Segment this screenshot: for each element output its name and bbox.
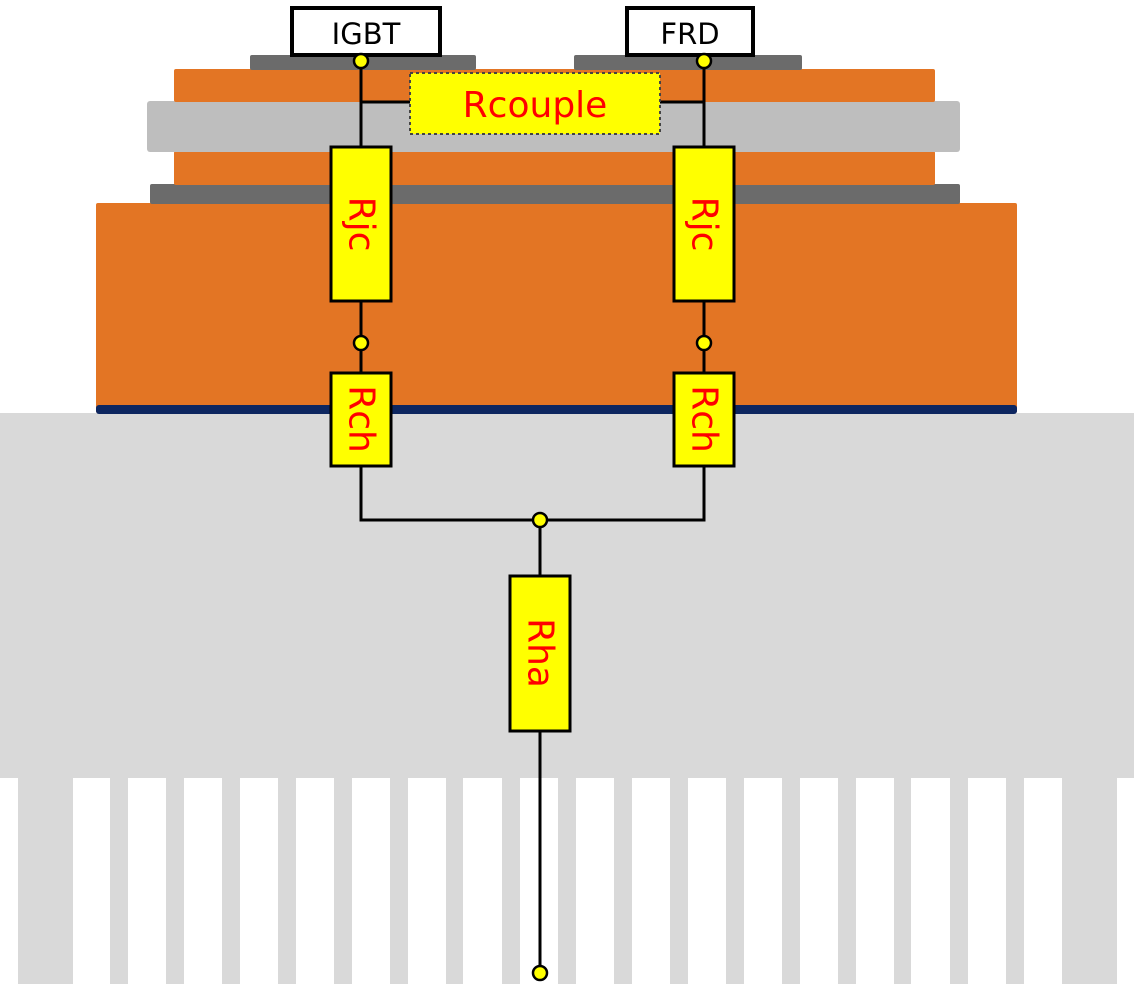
rha-label: Rha <box>520 618 561 688</box>
lower-copper-layer <box>174 151 935 185</box>
fin-gap <box>968 778 1006 984</box>
frd-solder-layer <box>574 55 802 70</box>
fin-gap <box>632 778 670 984</box>
baseplate-copper <box>96 203 1017 413</box>
rcouple-label: Rcouple <box>463 85 608 126</box>
igbt-junction-node <box>352 52 370 70</box>
heatsink-fins <box>0 778 1134 984</box>
igbt-case-node <box>352 334 370 352</box>
fin-gap <box>352 778 390 984</box>
rch-left-label: Rch <box>341 385 382 453</box>
fin-gap <box>1117 778 1134 984</box>
fin-gap <box>576 778 614 984</box>
lower-solder-layer <box>150 184 960 204</box>
rjc-right-resistor: Rjc <box>672 145 736 303</box>
rch-left-resistor: Rch <box>329 371 393 468</box>
frd-junction-node <box>695 52 713 70</box>
rcouple-resistor: Rcouple <box>409 72 661 135</box>
ambient-node <box>531 964 549 982</box>
fin-gap <box>688 778 726 984</box>
rha-resistor: Rha <box>508 574 572 733</box>
fin-gap <box>463 778 502 984</box>
fin-gap <box>240 778 278 984</box>
rch-right-label: Rch <box>684 385 725 453</box>
frd-label: FRD <box>660 17 719 51</box>
rjc-left-resistor: Rjc <box>329 145 393 303</box>
rch-right-resistor: Rch <box>672 371 736 468</box>
fin-gap <box>408 778 446 984</box>
fin-gap <box>800 778 838 984</box>
frd-chip: FRD <box>625 6 755 57</box>
igbt-chip: IGBT <box>290 6 442 57</box>
fin-gap <box>296 778 334 984</box>
fin-gap <box>73 778 110 984</box>
heatsink-node <box>531 511 549 529</box>
fin-gap <box>1024 778 1062 984</box>
fin-gap <box>184 778 222 984</box>
igbt-label: IGBT <box>332 17 401 51</box>
fin-gap <box>856 778 894 984</box>
fin-gap <box>744 778 782 984</box>
frd-case-node <box>695 334 713 352</box>
thermal-grease-layer <box>96 405 1017 414</box>
rjc-left-label: Rjc <box>341 197 382 252</box>
circuit-nodes <box>352 52 713 982</box>
fin-gap <box>911 778 950 984</box>
rjc-right-label: Rjc <box>684 197 725 252</box>
fin-gap <box>0 778 18 984</box>
fin-gap <box>128 778 166 984</box>
